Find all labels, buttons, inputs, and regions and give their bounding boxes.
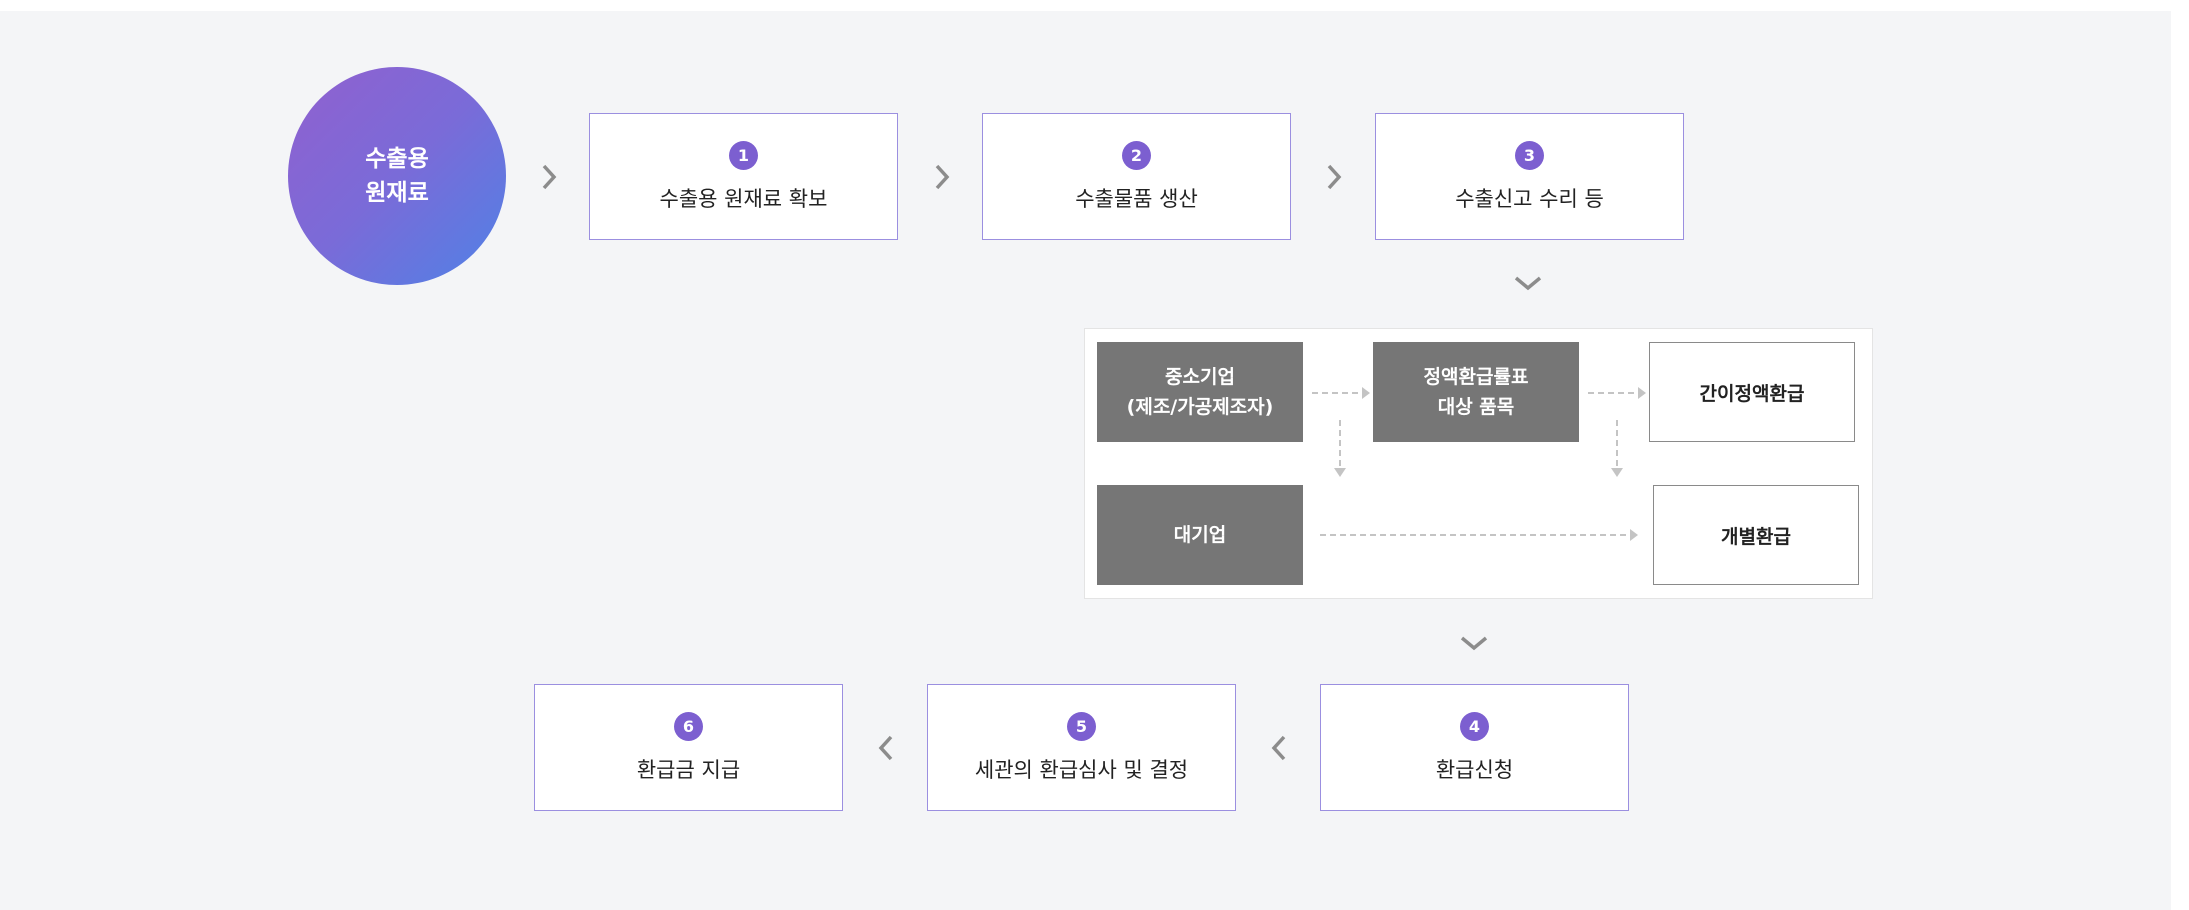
step-3-box: 3 수출신고 수리 등	[1375, 113, 1684, 240]
step-label: 환급신청	[1435, 757, 1514, 782]
large-corp-box: 대기업	[1097, 485, 1303, 585]
chevron-right-icon	[927, 162, 957, 192]
arrowhead-down	[1611, 468, 1623, 477]
step-label: 수출신고 수리 등	[1455, 186, 1604, 211]
step-number-badge: 6	[674, 711, 703, 741]
step-1-box: 1 수출용 원재료 확보	[589, 113, 898, 240]
step-number-badge: 1	[729, 140, 758, 170]
arrowhead-right	[1638, 387, 1646, 399]
step-5-box: 5 세관의 환급심사 및 결정	[927, 684, 1236, 811]
large-corp-label: 대기업	[1173, 524, 1227, 546]
step-label: 수출물품 생산	[1075, 186, 1198, 211]
chevron-left-icon	[871, 733, 901, 763]
step-6-box: 6 환급금 지급	[534, 684, 843, 811]
start-label-line1: 수출용	[365, 146, 429, 172]
fixed-rate-sublabel: 대상 품목	[1437, 396, 1515, 418]
step-2-box: 2 수출물품 생산	[982, 113, 1291, 240]
sme-box: 중소기업 (제조/가공제조자)	[1097, 342, 1303, 442]
arrowhead-right	[1630, 529, 1638, 541]
step-number-badge: 4	[1460, 711, 1489, 741]
chevron-left-icon	[1264, 733, 1294, 763]
step-number-badge: 3	[1515, 140, 1544, 170]
step-label: 수출용 원재료 확보	[659, 186, 828, 211]
start-circle: 수출용 원재료	[288, 67, 506, 285]
sme-label: 중소기업	[1165, 366, 1235, 388]
chevron-right-icon	[1319, 162, 1349, 192]
start-label-line2: 원재료	[365, 180, 429, 206]
fixed-rate-items-box: 정액환급률표 대상 품목	[1373, 342, 1579, 442]
arrowhead-right	[1362, 387, 1370, 399]
simple-fixed-refund-box: 간이정액환급	[1649, 342, 1855, 442]
fixed-rate-label: 정액환급률표	[1423, 366, 1529, 388]
step-number-badge: 5	[1067, 711, 1096, 741]
chevron-down-icon	[1513, 268, 1543, 298]
step-number-badge: 2	[1122, 140, 1151, 170]
chevron-down-icon	[1459, 628, 1489, 658]
individual-refund-box: 개별환급	[1653, 485, 1859, 585]
simple-refund-label: 간이정액환급	[1699, 382, 1805, 405]
step-label: 세관의 환급심사 및 결정	[974, 757, 1189, 782]
sme-sublabel: (제조/가공제조자)	[1126, 396, 1274, 418]
step-label: 환급금 지급	[636, 757, 741, 782]
individual-refund-label: 개별환급	[1721, 525, 1791, 548]
step-4-box: 4 환급신청	[1320, 684, 1629, 811]
chevron-right-icon	[534, 162, 564, 192]
arrowhead-down	[1334, 468, 1346, 477]
